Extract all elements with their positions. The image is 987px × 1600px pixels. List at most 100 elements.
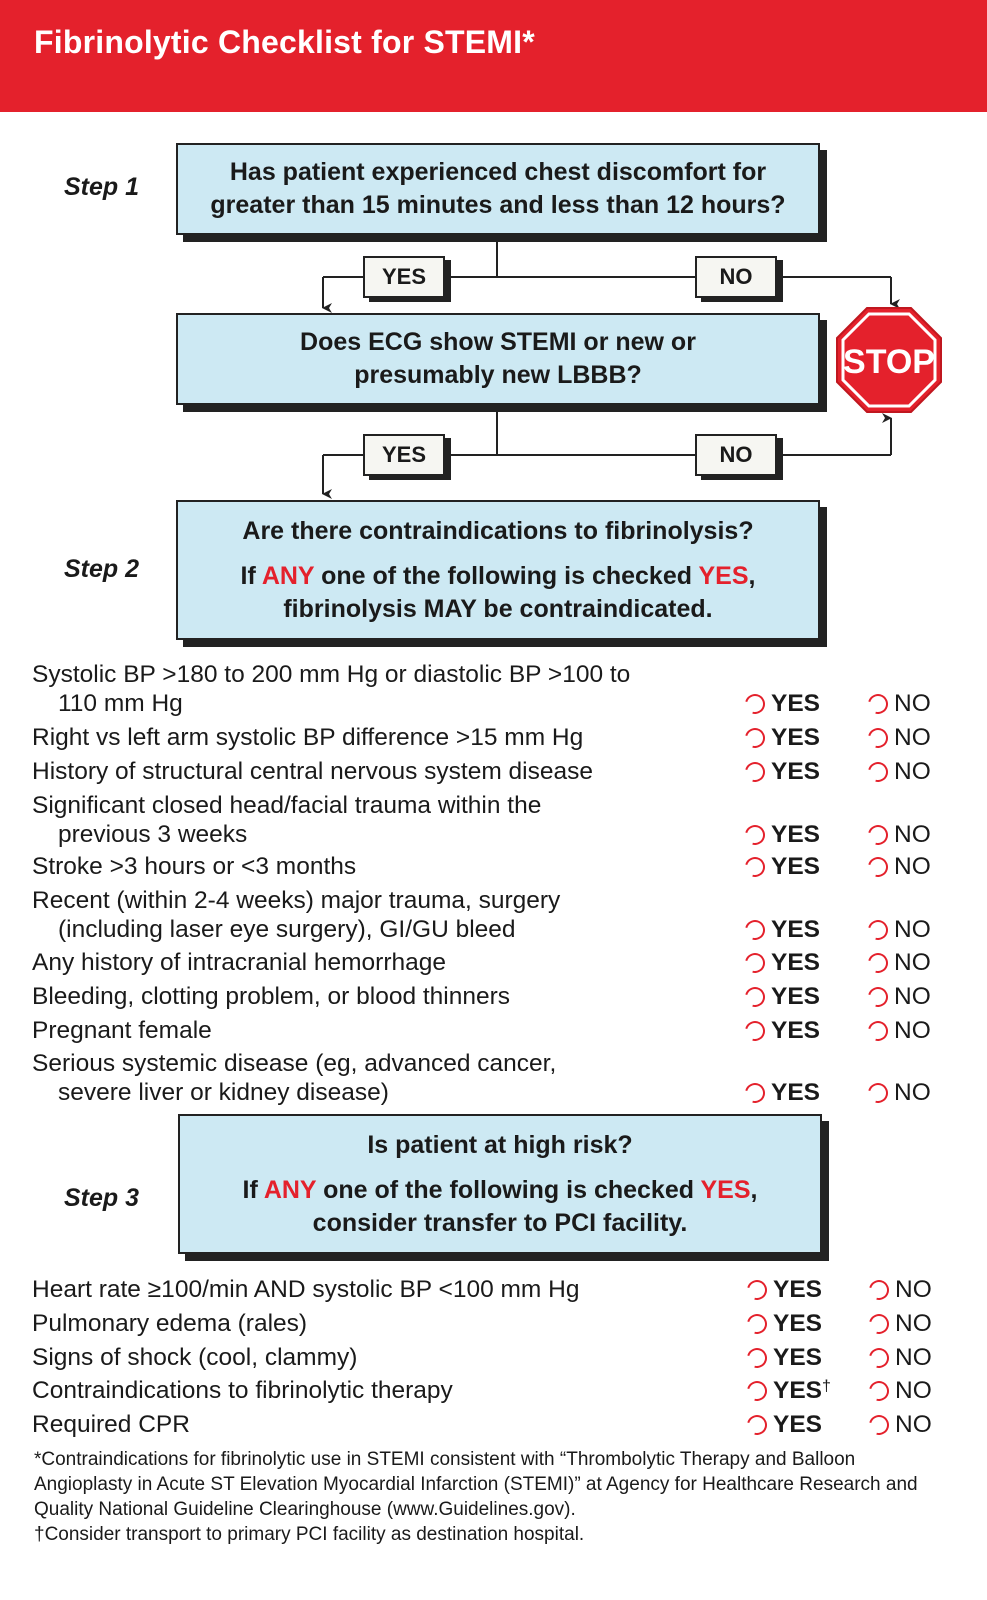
yes-radio-option[interactable]: YES (741, 689, 821, 718)
radio-circle-icon[interactable] (864, 1078, 892, 1107)
no-option-label: NO (895, 1310, 932, 1337)
question-box-contraindications: Are there contraindications to fibrinoly… (176, 500, 820, 640)
question-instruction: If ANY one of the following is checked Y… (240, 561, 756, 590)
no-radio-option[interactable]: NO (864, 689, 931, 718)
radio-circle-icon[interactable] (741, 982, 769, 1011)
checklist-item-text: Any history of intracranial hemorrhage (32, 949, 446, 976)
yes-option-label: YES (773, 1344, 823, 1371)
radio-circle-icon[interactable] (741, 852, 769, 881)
no-radio-option[interactable]: NO (864, 948, 931, 977)
radio-circle-icon[interactable] (743, 1343, 771, 1372)
no-radio-option[interactable]: NO (865, 1343, 932, 1372)
radio-circle-icon[interactable] (864, 820, 892, 849)
yes-radio-option[interactable]: YES (743, 1410, 822, 1439)
radio-circle-icon[interactable] (743, 1376, 771, 1405)
radio-circle-icon[interactable] (864, 689, 892, 718)
no-radio-option[interactable]: NO (864, 723, 931, 752)
radio-circle-icon[interactable] (741, 948, 769, 977)
yes-radio-option[interactable]: YES (743, 1343, 823, 1372)
yes-radio-option[interactable]: YES (741, 723, 821, 752)
radio-circle-icon[interactable] (743, 1275, 771, 1304)
yes-radio-option[interactable]: YES (743, 1275, 823, 1304)
no-radio-option[interactable]: NO (865, 1275, 932, 1304)
radio-circle-icon[interactable] (743, 1309, 771, 1338)
radio-circle-icon[interactable] (741, 757, 769, 786)
radio-circle-icon[interactable] (864, 982, 892, 1011)
radio-circle-icon[interactable] (741, 1016, 769, 1045)
checklist-item: Pulmonary edema (rales) (32, 1309, 722, 1338)
checklist-item-text: Pulmonary edema (rales) (32, 1310, 308, 1337)
checklist-item-text: History of structural central nervous sy… (32, 758, 593, 785)
checklist-item: Serious systemic disease (eg, advanced c… (32, 1049, 722, 1107)
question-instruction-line2: consider transfer to PCI facility. (312, 1208, 688, 1237)
checklist-item-text: Heart rate ≥100/min AND systolic BP <100… (32, 1276, 580, 1303)
no-radio-option[interactable]: NO (864, 1078, 931, 1107)
no-option-label: NO (894, 983, 931, 1010)
yes-radio-option[interactable]: YES (743, 1309, 822, 1338)
no-radio-option[interactable]: NO (865, 1410, 932, 1439)
question-box-ecg-stemi: Does ECG show STEMI or new or presumably… (176, 313, 820, 405)
yes-option-label: YES (771, 853, 821, 880)
yes-radio-option[interactable]: YES (741, 820, 820, 849)
stop-sign-icon: STOP (836, 307, 942, 413)
yes-radio-option[interactable]: YES† (743, 1376, 831, 1405)
radio-circle-icon[interactable] (741, 820, 769, 849)
no-option-label: NO (894, 758, 931, 785)
footnotes: *Contraindications for fibrinolytic use … (34, 1447, 954, 1547)
checklist-item-text: Signs of shock (cool, clammy) (32, 1344, 358, 1371)
flow-yes-label: YES (363, 256, 445, 298)
question-instruction: If ANY one of the following is checked Y… (242, 1175, 758, 1204)
yes-radio-option[interactable]: YES (741, 1016, 821, 1045)
radio-circle-icon[interactable] (864, 852, 892, 881)
yes-option-label: YES (771, 724, 821, 751)
no-radio-option[interactable]: NO (865, 1376, 932, 1405)
yes-radio-option[interactable]: YES (741, 852, 821, 881)
radio-circle-icon[interactable] (864, 915, 892, 944)
checklist-item: Right vs left arm systolic BP difference… (32, 723, 722, 752)
no-radio-option[interactable]: NO (864, 1016, 931, 1045)
checklist-item: Recent (within 2-4 weeks) major trauma, … (32, 886, 722, 944)
question-text: Does ECG show STEMI or new or presumably… (300, 328, 696, 389)
yes-radio-option[interactable]: YES (741, 948, 821, 977)
checklist-item-text: Significant closed head/facial trauma wi… (32, 792, 542, 819)
checklist-item: Required CPR (32, 1410, 722, 1439)
checklist-item-text-continued: severe liver or kidney disease) (58, 1079, 389, 1106)
yes-option-label: YES (773, 1276, 823, 1303)
yes-radio-option[interactable]: YES (741, 1078, 820, 1107)
radio-circle-icon[interactable] (865, 1309, 893, 1338)
no-radio-option[interactable]: NO (864, 820, 931, 849)
checklist-item-text: Right vs left arm systolic BP difference… (32, 724, 584, 751)
yes-option-label: YES (771, 949, 821, 976)
radio-circle-icon[interactable] (864, 757, 892, 786)
no-radio-option[interactable]: NO (864, 757, 931, 786)
radio-circle-icon[interactable] (865, 1410, 893, 1439)
radio-circle-icon[interactable] (741, 915, 769, 944)
radio-circle-icon[interactable] (864, 723, 892, 752)
radio-circle-icon[interactable] (865, 1275, 893, 1304)
question-title: Are there contraindications to fibrinoly… (242, 516, 754, 545)
radio-circle-icon[interactable] (741, 689, 769, 718)
radio-circle-icon[interactable] (865, 1343, 893, 1372)
no-radio-option[interactable]: NO (864, 852, 931, 881)
yes-radio-option[interactable]: YES (741, 757, 820, 786)
yes-radio-option[interactable]: YES (741, 915, 821, 944)
radio-circle-icon[interactable] (864, 948, 892, 977)
checklist-item: Stroke >3 hours or <3 months (32, 852, 722, 881)
no-radio-option[interactable]: NO (865, 1309, 932, 1338)
yes-radio-option[interactable]: YES (741, 982, 821, 1011)
flow-no-label: NO (695, 256, 777, 298)
radio-circle-icon[interactable] (865, 1376, 893, 1405)
checklist-item: Bleeding, clotting problem, or blood thi… (32, 982, 722, 1011)
checklist-item-text: Pregnant female (32, 1017, 212, 1044)
no-radio-option[interactable]: NO (864, 915, 931, 944)
yes-option-label: YES (771, 983, 821, 1010)
no-option-label: NO (894, 724, 931, 751)
yes-option-label: YES (771, 690, 821, 717)
yes-option-label: YES (771, 1017, 821, 1044)
radio-circle-icon[interactable] (741, 723, 769, 752)
no-radio-option[interactable]: NO (864, 982, 931, 1011)
radio-circle-icon[interactable] (743, 1410, 771, 1439)
radio-circle-icon[interactable] (864, 1016, 892, 1045)
radio-circle-icon[interactable] (741, 1078, 769, 1107)
yes-option-label: YES (771, 916, 821, 943)
